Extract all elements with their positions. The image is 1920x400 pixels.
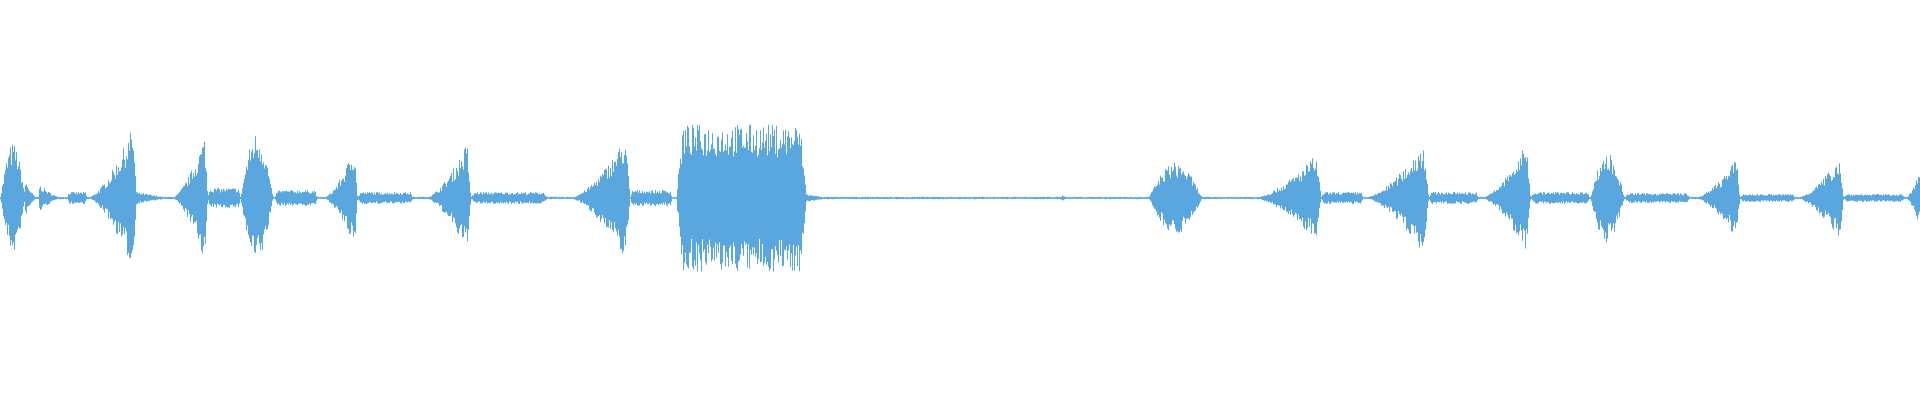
- waveform-trace: [0, 124, 1920, 272]
- waveform-samples: [0, 124, 1920, 272]
